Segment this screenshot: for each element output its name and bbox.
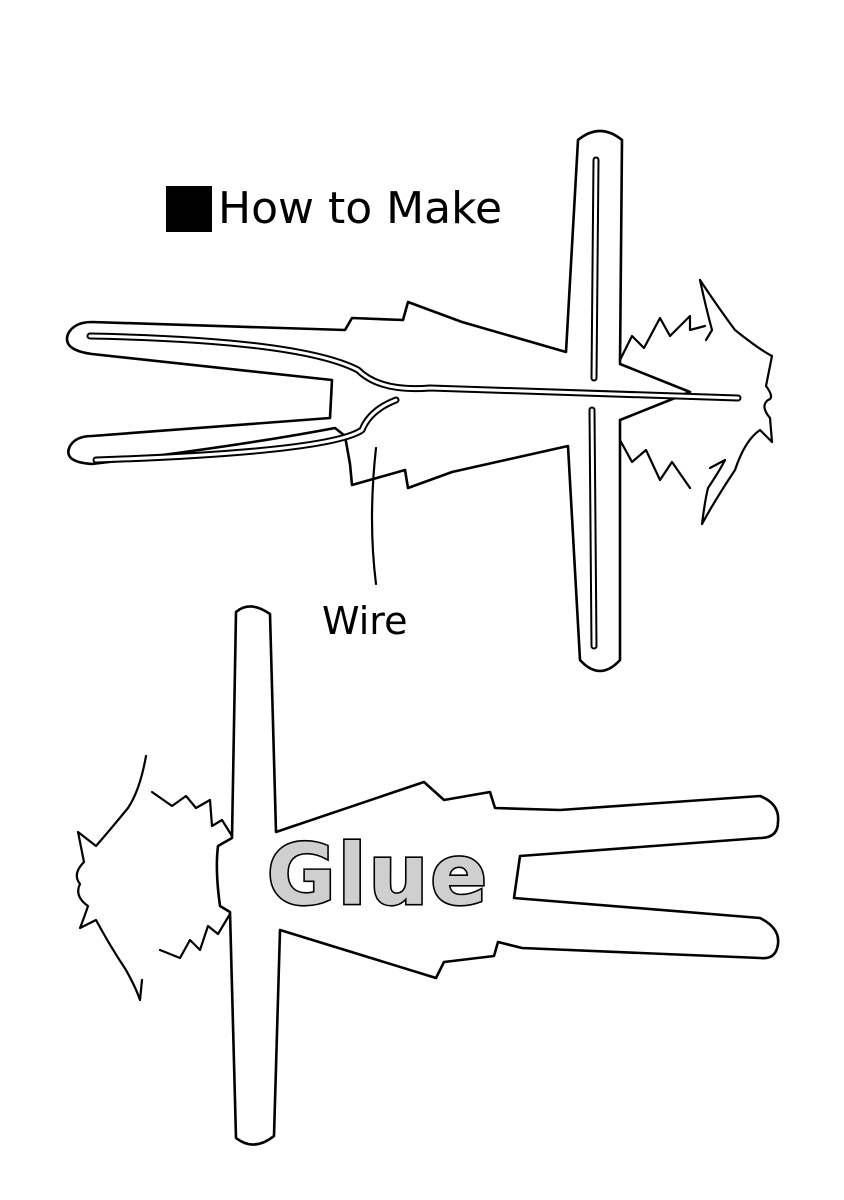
upper-figure-body-outline xyxy=(65,129,692,673)
upper-head-outline xyxy=(698,278,774,526)
lower-hair-tuft-bottom xyxy=(158,912,232,960)
wire-leader-line xyxy=(370,446,378,586)
wire-label: Wire xyxy=(322,599,408,643)
lower-head-outline xyxy=(75,754,148,1002)
upper-hair-tuft-top xyxy=(618,314,707,362)
page-title: How to Make xyxy=(166,186,502,232)
page-title-text: How to Make xyxy=(218,183,503,234)
lower-figure-body-outline xyxy=(215,605,780,1146)
figure-with-glue: Glue xyxy=(75,605,780,1146)
figure-with-wire xyxy=(65,129,774,673)
lower-hair-tuft-top xyxy=(150,790,234,838)
upper-hair-tuft-bottom xyxy=(618,438,692,490)
upper-head-fringe xyxy=(698,278,714,342)
glue-label: Glue xyxy=(267,826,490,924)
title-square-bullet xyxy=(166,186,212,232)
